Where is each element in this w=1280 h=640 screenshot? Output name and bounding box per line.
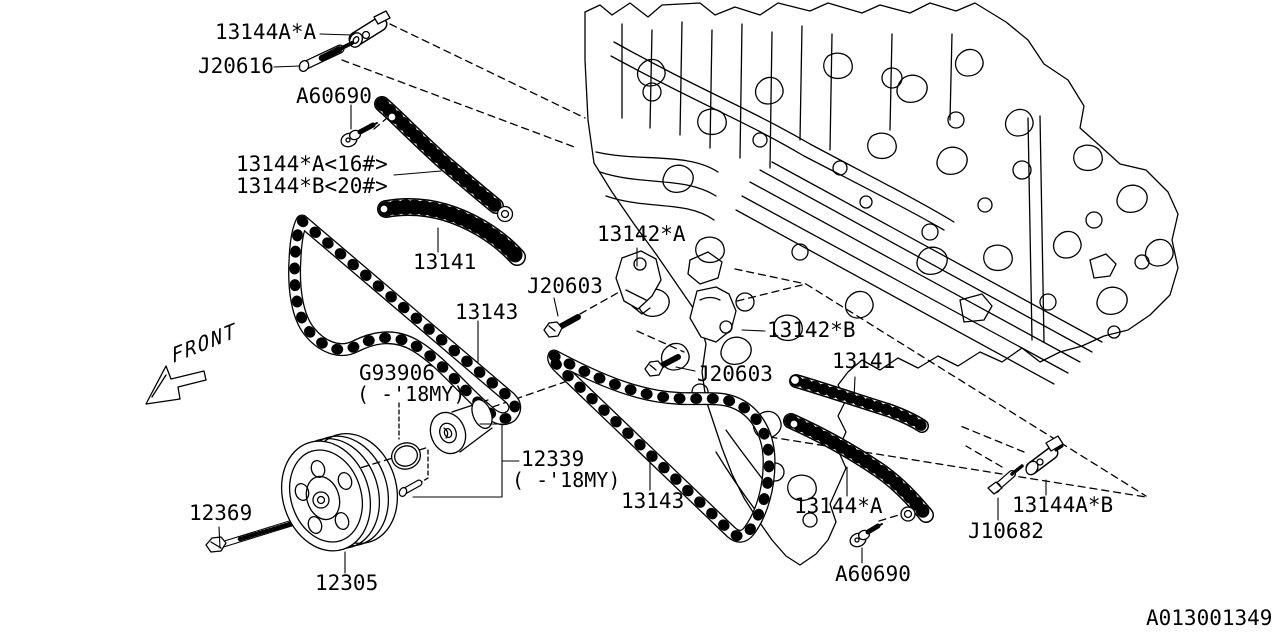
idler-12339-drawing xyxy=(398,397,496,498)
chain-guide-13144-top-drawing xyxy=(382,104,513,222)
part-label-13144-B-20[interactable]: 13144*B<20#> xyxy=(236,174,388,198)
chain-lever-13141-top-drawing xyxy=(380,205,517,257)
bolt-A60690-bottom-drawing xyxy=(848,524,882,549)
chain-guide-13144-bottom-drawing xyxy=(790,420,926,521)
part-label-J20616[interactable]: J20616 xyxy=(198,54,274,78)
chain-lever-13141-right-drawing xyxy=(791,376,923,427)
tensioner-13144A-B-drawing xyxy=(1024,436,1063,477)
part-label-13144-A-bot[interactable]: 13144*A xyxy=(794,494,883,518)
part-label-A60690-bot[interactable]: A60690 xyxy=(835,562,911,586)
part-label-13142-B[interactable]: 13142*B xyxy=(767,318,856,342)
part-label-J10682[interactable]: J10682 xyxy=(968,519,1044,543)
bolt-J20603-left-drawing xyxy=(544,317,578,337)
bolt-A60690-top-drawing xyxy=(339,123,377,149)
part-label-13141-top[interactable]: 13141 xyxy=(413,250,477,274)
part-label-13144A-B[interactable]: 13144A*B xyxy=(1012,493,1114,517)
part-label-13143-mid[interactable]: 13143 xyxy=(621,489,685,513)
timing-chain-2-drawing xyxy=(554,356,769,536)
part-label-G93906-note: ( -'18MY) xyxy=(357,382,466,406)
part-label-13144A-A[interactable]: 13144A*A xyxy=(215,20,317,44)
crank-pulley-12305-drawing xyxy=(268,422,411,563)
bolt-J10682-drawing xyxy=(988,466,1022,494)
tensioner-13142B-drawing xyxy=(690,287,736,342)
part-label-12339-note: ( -'18MY) xyxy=(512,468,621,492)
part-label-J20603-mid[interactable]: J20603 xyxy=(697,362,773,386)
bolt-J20603-mid-drawing xyxy=(645,357,678,376)
part-label-12369[interactable]: 12369 xyxy=(189,501,253,525)
timing-chain-1-drawing xyxy=(295,221,515,419)
part-label-13143-left[interactable]: 13143 xyxy=(455,300,519,324)
part-label-13144-A-16[interactable]: 13144*A<16#> xyxy=(236,152,388,176)
part-label-12305[interactable]: 12305 xyxy=(315,571,379,595)
bolt-J20616-drawing xyxy=(298,43,352,73)
part-label-12339[interactable]: 12339 xyxy=(521,447,585,471)
o-ring-G93906-drawing xyxy=(388,439,424,473)
part-label-13141-right[interactable]: 13141 xyxy=(832,349,896,373)
leader-lines xyxy=(219,34,1046,573)
tensioner-13142A-drawing xyxy=(616,251,661,314)
part-label-13142-A[interactable]: 13142*A xyxy=(597,222,686,246)
drawing-number: A013001349 xyxy=(1146,606,1273,630)
engine-block-drawing xyxy=(585,3,1178,565)
part-label-G93906[interactable]: G93906 xyxy=(359,361,435,385)
front-arrow-icon xyxy=(146,366,206,404)
part-label-J20603-left[interactable]: J20603 xyxy=(527,274,603,298)
part-label-A60690-top[interactable]: A60690 xyxy=(296,84,372,108)
